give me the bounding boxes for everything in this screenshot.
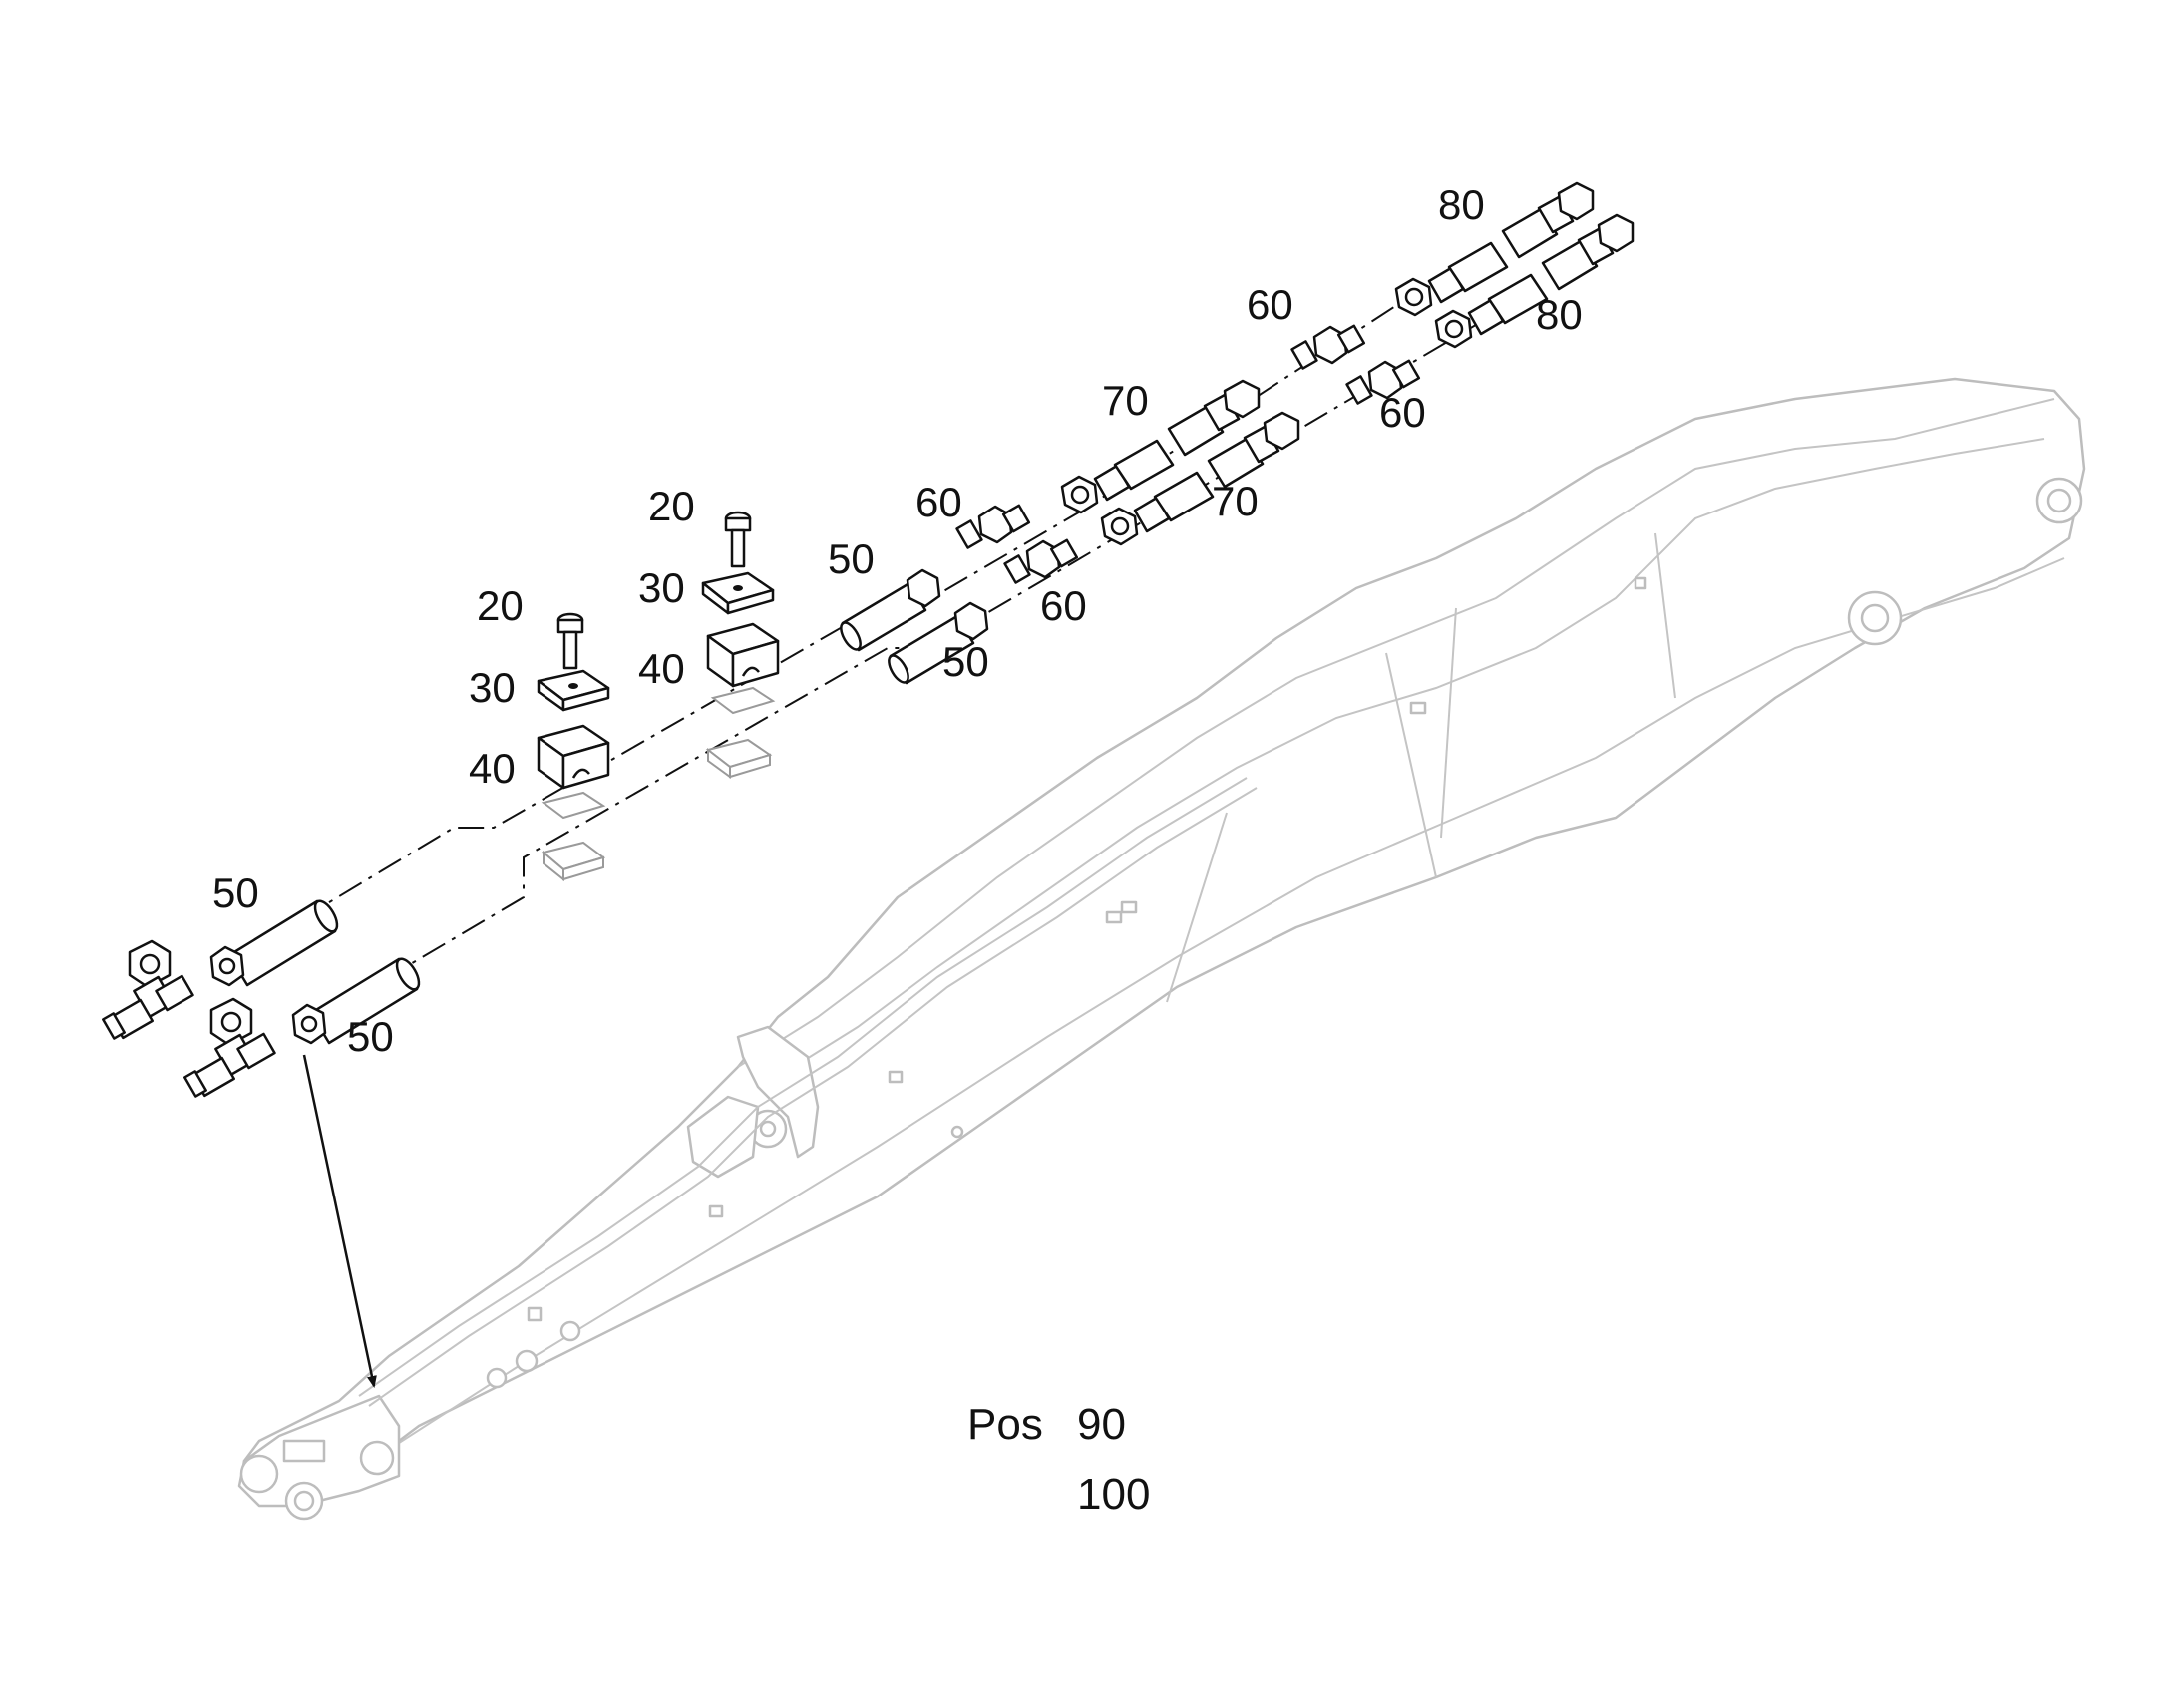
boom-clip-4 xyxy=(1634,576,1647,590)
tube-50-left-upper xyxy=(209,899,339,987)
callout-20: 20 xyxy=(648,483,695,529)
boom-divider-3 xyxy=(1440,607,1457,839)
bolt-20-collar-2 xyxy=(724,516,752,532)
bracket-pin-hole xyxy=(759,1120,777,1138)
front-plate xyxy=(282,1439,326,1463)
boom-clip-5 xyxy=(888,1070,904,1084)
boom-port-1 xyxy=(559,1320,581,1342)
tube-50-mid-upper xyxy=(840,568,941,652)
adapter-60-d xyxy=(1345,359,1421,405)
callout-40: 40 xyxy=(469,745,516,792)
bolt-20-shank-1 xyxy=(562,630,578,670)
front-pin-left xyxy=(239,1454,279,1494)
boom-hose-line-1 xyxy=(358,777,1248,1397)
boom-port-3 xyxy=(486,1367,508,1389)
boom-divider-4 xyxy=(1654,532,1676,699)
adapter-60-a xyxy=(955,504,1031,549)
adapter-60-c xyxy=(1290,324,1366,370)
pos-value-2: 100 xyxy=(1077,1470,1150,1519)
front-pin-right-hole xyxy=(293,1490,315,1512)
boom-clip-3 xyxy=(1409,701,1427,715)
boom-divider-2 xyxy=(1385,652,1437,878)
boom-pivot-hole xyxy=(2046,488,2072,513)
callout-70: 70 xyxy=(1212,478,1259,524)
excavator-boom xyxy=(237,377,2086,1521)
boom-divider-1 xyxy=(1166,812,1228,1003)
boom-top-edge xyxy=(737,398,2055,1068)
callout-50: 50 xyxy=(942,638,989,685)
callout-50: 50 xyxy=(212,869,259,916)
pos-label: Pos xyxy=(967,1400,1043,1449)
boom-port-2 xyxy=(515,1349,539,1373)
callout-60: 60 xyxy=(1040,582,1087,629)
front-boss xyxy=(359,1440,395,1476)
tee-fitting-upper xyxy=(102,939,194,1040)
callout-40: 40 xyxy=(638,645,685,692)
tube-50-left-lower xyxy=(291,957,421,1045)
boom-port-4 xyxy=(950,1125,964,1139)
hose-70-b xyxy=(1100,411,1300,546)
hose-80-b xyxy=(1434,213,1635,349)
location-arrow xyxy=(302,1054,377,1388)
tube-50-mid-lower xyxy=(888,601,989,685)
callout-50: 50 xyxy=(347,1013,394,1060)
bolt-20-collar-1 xyxy=(556,618,584,634)
boom-cylinder-hole xyxy=(1860,603,1890,633)
callout-30: 30 xyxy=(469,664,516,711)
boom-top-edge-2 xyxy=(777,438,2045,1078)
centerline-lower xyxy=(303,318,1487,1028)
bolt-20-shank-2 xyxy=(730,528,746,568)
callout-60: 60 xyxy=(1247,281,1293,328)
callout-30: 30 xyxy=(638,564,685,611)
callout-60: 60 xyxy=(1379,389,1426,436)
position-note: Pos 90 100 xyxy=(967,1400,1150,1519)
boom-clip-1 xyxy=(1120,900,1138,914)
boom-bracket xyxy=(736,1025,820,1159)
callout-50: 50 xyxy=(828,535,875,582)
pos-value-1: 90 xyxy=(1077,1400,1126,1449)
boom-body xyxy=(242,377,2086,1498)
callout-60: 60 xyxy=(915,479,962,525)
callout-80: 80 xyxy=(1536,291,1583,338)
boom-clip-6 xyxy=(708,1204,724,1218)
callout-labels: 20 20 30 30 40 40 50 50 50 50 60 60 60 6… xyxy=(212,181,1583,1060)
boom-clip-2 xyxy=(1105,910,1123,924)
boom-hose-line-2 xyxy=(368,787,1258,1407)
boom-lug xyxy=(686,1095,760,1179)
tee-fitting-lower xyxy=(183,997,276,1098)
boom-clip-7 xyxy=(527,1306,543,1322)
callout-20: 20 xyxy=(477,582,524,629)
hose-80-a xyxy=(1394,181,1595,317)
clamp-assembly-1 xyxy=(537,612,610,882)
callout-80: 80 xyxy=(1438,181,1485,228)
clamp-assembly-2 xyxy=(701,511,780,779)
callout-70: 70 xyxy=(1102,377,1149,424)
adapter-60-b xyxy=(1003,538,1079,584)
hose-70-a xyxy=(1060,379,1261,514)
